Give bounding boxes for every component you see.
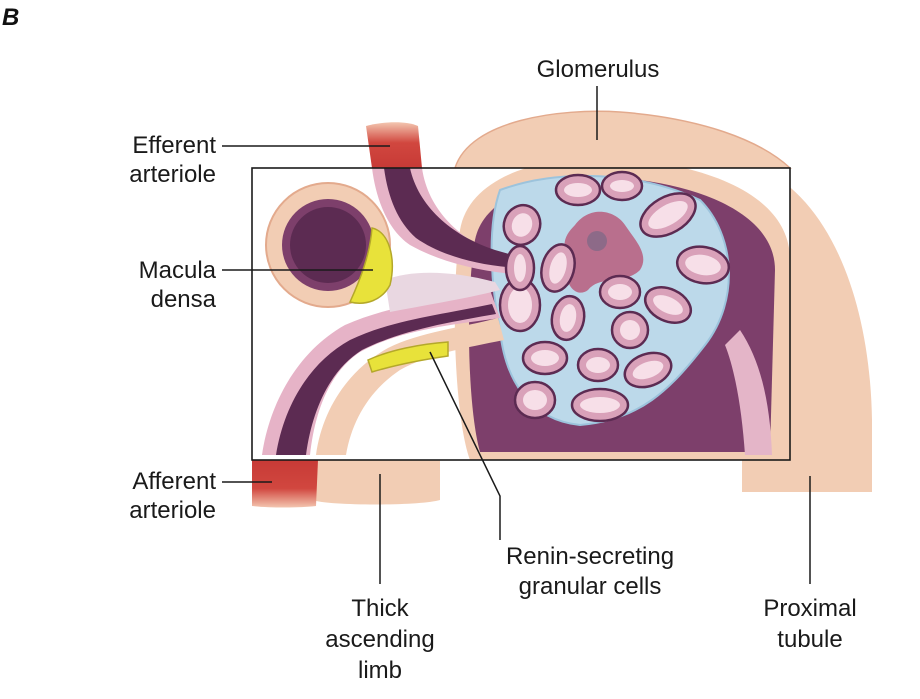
capillary-lumen (632, 360, 664, 380)
label-afferent-line2: arteriole (129, 497, 216, 524)
capillary-lumen (523, 390, 547, 410)
label-afferent-line1: Afferent (132, 468, 216, 495)
capillary-lumen (608, 284, 632, 300)
label-macula-line2: densa (150, 286, 216, 313)
label-thick-ascending-limb: Thick ascending limb (300, 593, 460, 686)
capillary-lumen (559, 304, 577, 332)
capillary-lumen (580, 397, 620, 413)
label-efferent-arteriole: Efferent arteriole (60, 131, 216, 189)
label-thick-line3: limb (357, 657, 402, 684)
granular-cells (367, 341, 449, 373)
label-macula-line1: Macula (138, 257, 216, 284)
label-efferent-line2: arteriole (129, 161, 216, 188)
afferent-arteriole-bottom (252, 460, 318, 508)
capillary-lumen (586, 357, 610, 373)
efferent-arteriole-top (366, 122, 422, 168)
leader-renin (429, 351, 501, 540)
capillary-lumen (620, 320, 640, 340)
capillary-lumen (610, 180, 634, 192)
label-afferent-arteriole: Afferent arteriole (60, 467, 216, 525)
capillary-lumen (648, 201, 688, 229)
label-proximal-tubule: Proximal tubule (730, 593, 890, 655)
label-renin-cells: Renin-secreting granular cells (460, 542, 720, 602)
macula-densa-cells (348, 227, 393, 304)
capillary-lumen (685, 254, 721, 276)
label-glomerulus-text: Glomerulus (536, 56, 660, 83)
capillary-lumen (508, 287, 532, 323)
capillary-lumen (531, 350, 559, 366)
capillary-lumen (511, 213, 533, 237)
label-renin-line1: Renin-secreting (505, 543, 675, 570)
label-thick-line2: ascending (325, 626, 435, 653)
label-renin-line2: granular cells (518, 573, 662, 600)
leader-lines (222, 86, 811, 584)
label-proximal-line1: Proximal (763, 595, 857, 622)
label-thick-line1: Thick (351, 595, 409, 622)
label-proximal-line2: tubule (777, 626, 843, 653)
capillary-lumen (564, 183, 592, 197)
capillary-lumen (514, 254, 526, 282)
detail-box (251, 167, 791, 461)
panel-letter: B (2, 4, 20, 31)
capillary-lumen (653, 295, 683, 315)
capillary-lumen (549, 252, 567, 284)
label-macula-densa: Macula densa (60, 256, 216, 314)
label-glomerulus: Glomerulus (508, 55, 688, 84)
label-efferent-line1: Efferent (132, 132, 216, 159)
